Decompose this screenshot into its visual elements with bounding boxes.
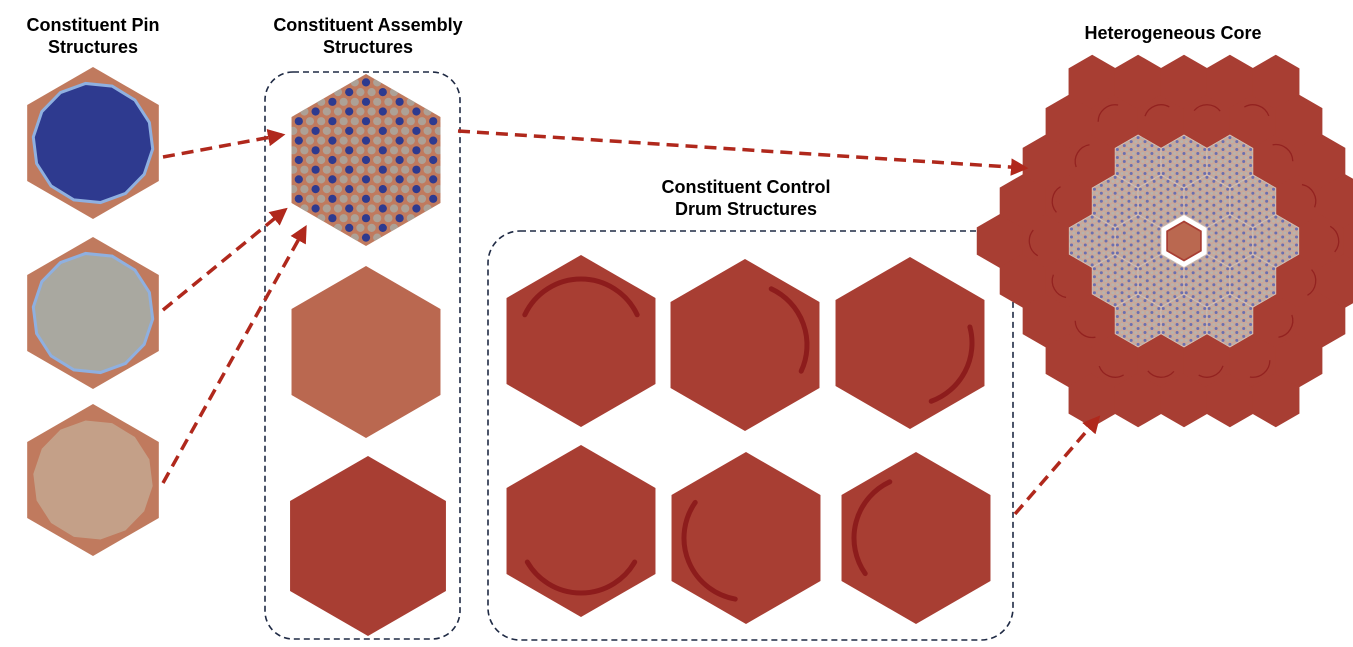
fuel-pin-core — [31, 81, 155, 205]
pin-structures-title: Constituent Pin Structures — [26, 15, 160, 57]
drum-structures-title: Constituent Control Drum Structures — [661, 177, 831, 219]
assembly-structures-title: Constituent Assembly Structures — [273, 15, 463, 57]
core-title: Heterogeneous Core — [1084, 23, 1262, 43]
arrow-fuel-pin-to-assembly — [162, 128, 286, 159]
drum-angle-2 — [670, 259, 820, 431]
core-center-cell — [1167, 222, 1201, 260]
heterogeneous-core — [976, 54, 1353, 428]
gray-pin — [27, 237, 159, 389]
drum-group-box — [487, 230, 1014, 641]
drum-angle-4 — [506, 445, 656, 617]
flow-arrows — [161, 128, 1101, 516]
drum-angle-1-absorber-arc — [522, 276, 640, 318]
gray-pin-core — [31, 251, 155, 375]
drum-angle-4-absorber-arc — [524, 559, 638, 596]
drum-angle-6 — [841, 452, 991, 624]
light-pin — [27, 404, 159, 556]
fuel-pin — [27, 67, 159, 219]
reflector-assembly — [291, 266, 441, 438]
drum-assembly — [290, 456, 446, 636]
drum-angle-6-absorber-arc — [851, 479, 893, 577]
light-pin-core — [33, 420, 153, 540]
arrow-light-pin-to-assembly — [161, 224, 307, 484]
drum-angle-3-absorber-arc — [928, 324, 975, 404]
drum-angle-5-absorber-arc — [681, 499, 738, 602]
drum-angle-1 — [506, 255, 656, 427]
fuel-assembly — [291, 74, 441, 246]
arrow-assembly-to-core — [457, 129, 1029, 176]
drum-angle-5 — [671, 452, 821, 624]
drum-angle-3 — [835, 257, 985, 429]
drum-angle-2-absorber-arc — [768, 286, 810, 374]
arrow-gray-pin-to-assembly — [161, 207, 288, 312]
arrow-drums-to-core — [1013, 415, 1101, 516]
